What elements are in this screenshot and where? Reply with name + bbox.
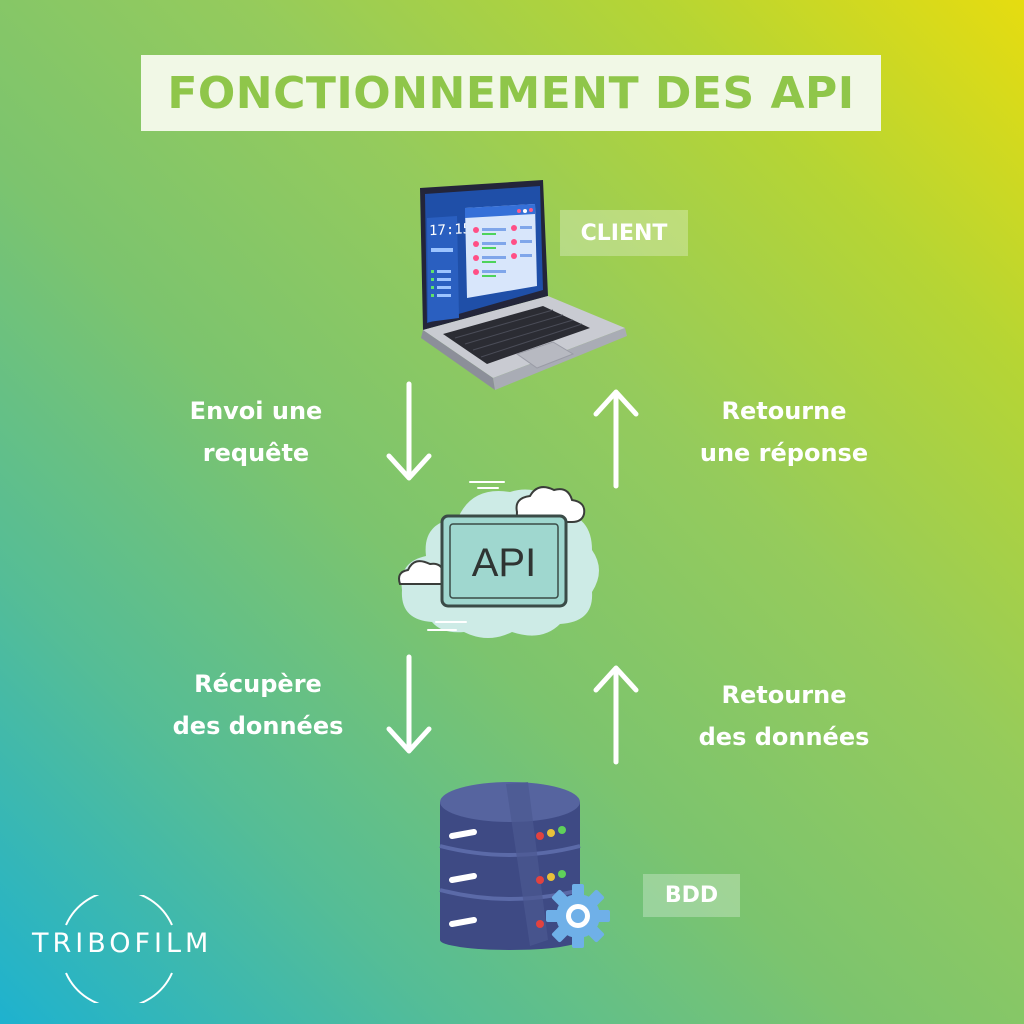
- step-fetch-data: Récupère des données: [172, 670, 344, 740]
- step-send-request: Envoi une requête: [189, 397, 323, 467]
- page-title: FONCTIONNEMENT DES API: [167, 67, 855, 119]
- arrow-up-icon-response: [593, 389, 639, 489]
- database-server-icon: [439, 782, 610, 950]
- arrow-up-icon-return-data: [593, 665, 639, 765]
- bdd-label: BDD: [643, 874, 740, 917]
- step-return-response: Retourne une réponse: [699, 397, 869, 467]
- laptop-clock: 17:15: [429, 221, 471, 239]
- api-cloud-icon: API: [398, 481, 599, 638]
- brand-logo-text: TRIBOFILM: [32, 928, 213, 959]
- client-label: CLIENT: [560, 210, 688, 256]
- arrow-down-icon-fetch: [386, 654, 432, 754]
- step-return-data: Retourne des données: [698, 681, 870, 751]
- laptop-icon: 17:15: [420, 180, 627, 390]
- brand-ring-icon: [65, 895, 173, 1003]
- arrow-down-icon-request: [386, 381, 432, 481]
- title-banner: FONCTIONNEMENT DES API: [141, 55, 881, 131]
- api-label: API: [472, 541, 536, 585]
- gear-icon: [546, 884, 610, 948]
